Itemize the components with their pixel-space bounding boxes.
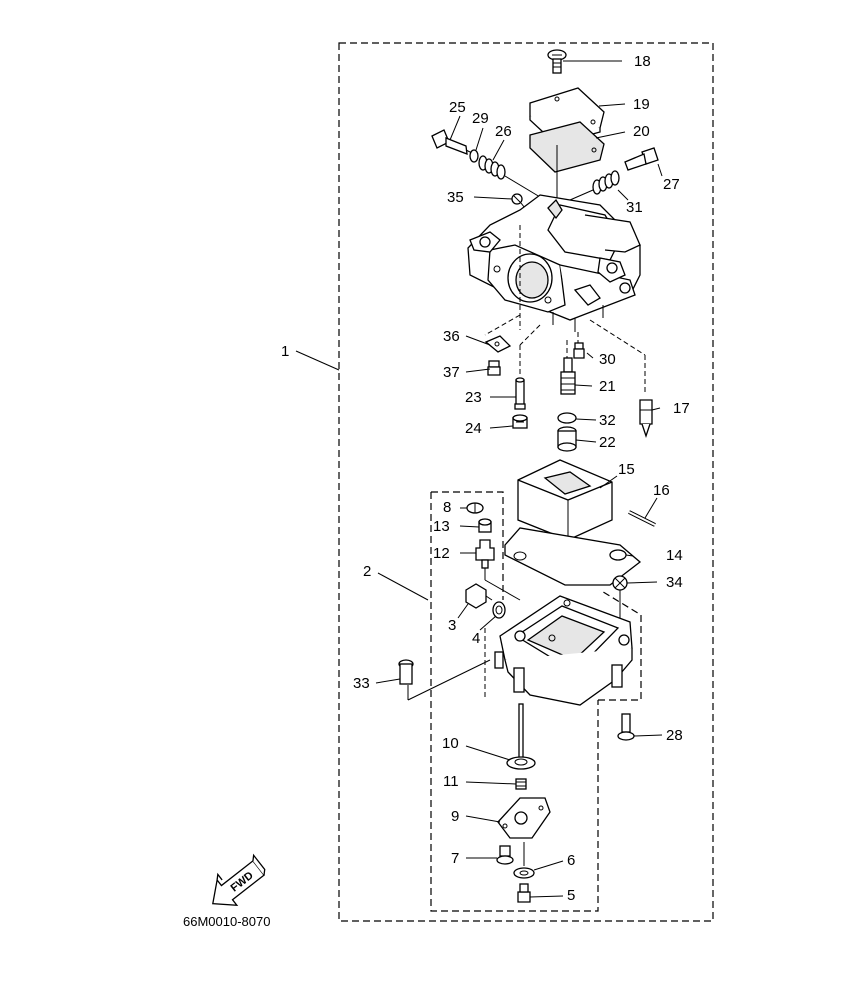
pilot-jet-23-drawing	[514, 377, 526, 410]
label-10: 10	[442, 735, 459, 752]
o-ring-29-drawing	[469, 149, 479, 163]
float-15-drawing	[517, 459, 613, 541]
screw-18-drawing	[547, 49, 567, 74]
needle-valve-17-drawing	[639, 399, 653, 439]
label-36: 36	[443, 328, 460, 345]
label-14: 14	[666, 547, 683, 564]
plug-3-drawing	[465, 583, 493, 609]
label-21: 21	[599, 378, 616, 395]
label-18: 18	[634, 53, 651, 70]
screw-33-drawing	[398, 659, 414, 685]
label-27: 27	[663, 176, 680, 193]
label-23: 23	[465, 389, 482, 406]
label-28: 28	[666, 727, 683, 744]
screw-7-drawing	[496, 845, 514, 865]
spring-31-drawing	[592, 170, 620, 195]
label-29: 29	[472, 110, 489, 127]
leader-lines	[295, 60, 663, 898]
cover-plate-9-drawing	[497, 797, 551, 839]
label-35: 35	[447, 189, 464, 206]
label-32: 32	[599, 412, 616, 429]
label-12: 12	[433, 545, 450, 562]
label-16: 16	[653, 482, 670, 499]
label-37: 37	[443, 364, 460, 381]
plug-34-drawing	[612, 575, 628, 591]
screw-30-drawing	[573, 342, 585, 359]
label-25: 25	[449, 99, 466, 116]
label-13: 13	[433, 518, 450, 535]
label-1: 1	[281, 343, 289, 360]
part-13-drawing	[478, 518, 492, 533]
part-12-drawing	[475, 539, 495, 569]
label-24: 24	[465, 420, 482, 437]
gasket-20-drawing	[529, 121, 605, 173]
washer-6-drawing	[513, 867, 535, 879]
o-ring-32-drawing	[557, 412, 577, 424]
part-8-drawing	[466, 502, 484, 514]
label-4: 4	[472, 630, 480, 647]
spring-26-drawing	[478, 155, 506, 180]
label-17: 17	[673, 400, 690, 417]
outer-assembly-frame	[338, 42, 714, 922]
label-22: 22	[599, 434, 616, 451]
fwd-arrow-icon: FWD	[212, 853, 266, 906]
label-33: 33	[353, 675, 370, 692]
label-15: 15	[618, 461, 635, 478]
drawing-code: 66M0010-8070	[183, 914, 270, 929]
pilot-screw-25-drawing	[431, 129, 479, 157]
label-30: 30	[599, 351, 616, 368]
label-31: 31	[626, 199, 643, 216]
label-9: 9	[451, 808, 459, 825]
label-34: 34	[666, 574, 683, 591]
spring-11-drawing	[515, 778, 527, 790]
needle-10-drawing	[506, 703, 536, 770]
screw-5-drawing	[517, 883, 531, 903]
label-11: 11	[443, 773, 459, 790]
label-3: 3	[448, 617, 456, 634]
gasket-14-drawing	[504, 527, 642, 586]
float-chamber-bowl-drawing	[494, 595, 633, 706]
float-chamber-frame	[430, 491, 599, 912]
screw-27-drawing	[624, 147, 659, 171]
screw-37-drawing	[487, 360, 501, 376]
label-19: 19	[633, 96, 650, 113]
main-nozzle-21-drawing	[560, 357, 576, 395]
drain-screw-28-drawing	[617, 713, 635, 741]
carburetor-body-drawing	[467, 194, 641, 332]
label-5: 5	[567, 887, 575, 904]
plug-24-drawing	[512, 414, 528, 429]
part-number-labels: 1 2 3 4 5 6 7 8 9 10 11 12 13 14 15 16 1…	[281, 53, 690, 904]
label-6: 6	[567, 852, 575, 869]
label-20: 20	[633, 123, 650, 140]
label-2: 2	[363, 563, 371, 580]
label-8: 8	[443, 499, 451, 516]
plate-36-drawing	[484, 335, 512, 353]
label-26: 26	[495, 123, 512, 140]
label-7: 7	[451, 850, 459, 867]
washer-4-drawing	[492, 601, 506, 619]
main-jet-22-drawing	[557, 426, 577, 452]
